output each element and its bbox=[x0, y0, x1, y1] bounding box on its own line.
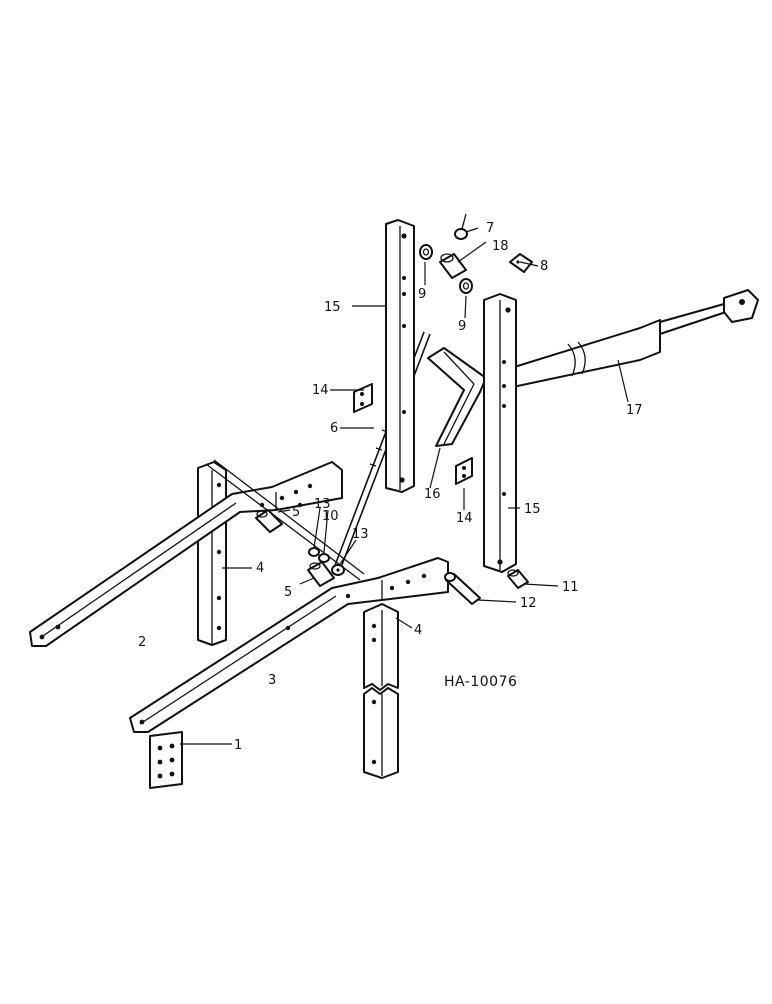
callout-10: 10 bbox=[322, 509, 339, 524]
callout-11: 11 bbox=[562, 580, 579, 595]
callout-17: 17 bbox=[626, 403, 643, 418]
callout-8: 8 bbox=[540, 259, 548, 274]
callout-16: 16 bbox=[424, 487, 441, 502]
part-14-plate-right bbox=[455, 457, 473, 485]
callout-14-left: 14 bbox=[312, 383, 329, 398]
part-11-pin bbox=[507, 569, 529, 589]
part-13-nut-right bbox=[331, 564, 345, 576]
callout-5-upper: 5 bbox=[292, 505, 300, 520]
callout-13-left: 13 bbox=[314, 497, 331, 512]
callout-9-upper: 9 bbox=[418, 287, 426, 302]
callout-14-right: 14 bbox=[456, 511, 473, 526]
callout-4-right: 4 bbox=[414, 623, 422, 638]
callout-15-left: 15 bbox=[324, 300, 341, 315]
part-9-bushing-lower bbox=[459, 278, 473, 294]
part-4-right-upright bbox=[363, 603, 399, 779]
callout-3: 3 bbox=[268, 673, 276, 688]
drawing-number: HA-10076 bbox=[444, 674, 517, 690]
part-15-left-bar bbox=[385, 219, 415, 493]
part-13-nut-left bbox=[308, 547, 320, 557]
callout-15-right: 15 bbox=[524, 502, 541, 517]
part-7-cap bbox=[454, 213, 468, 240]
callout-9-lower: 9 bbox=[458, 319, 466, 334]
part-6-link-rod bbox=[333, 331, 431, 571]
part-3-right-arm bbox=[129, 557, 449, 733]
part-10-washer bbox=[318, 553, 330, 563]
part-9-bushing-upper bbox=[419, 244, 433, 260]
part-16-bracket bbox=[427, 347, 487, 447]
callout-1: 1 bbox=[234, 738, 242, 753]
callout-5-lower: 5 bbox=[284, 585, 292, 600]
part-14-plate-left bbox=[353, 383, 373, 413]
part-15-right-bar bbox=[483, 293, 517, 573]
callout-7: 7 bbox=[486, 221, 494, 236]
part-17-cylinder bbox=[493, 289, 759, 390]
callout-18: 18 bbox=[492, 239, 509, 254]
callout-labels: 15 7 18 8 9 9 14 6 17 16 14 15 5 13 10 1… bbox=[138, 221, 643, 753]
callout-12: 12 bbox=[520, 596, 537, 611]
part-12-bolt bbox=[444, 572, 481, 605]
callout-4-left: 4 bbox=[256, 561, 264, 576]
callout-6: 6 bbox=[330, 421, 338, 436]
part-8-pin bbox=[509, 253, 533, 273]
callout-2: 2 bbox=[138, 635, 146, 650]
callout-13-right: 13 bbox=[352, 527, 369, 542]
part-1-plate bbox=[149, 731, 183, 789]
leader-lines bbox=[180, 227, 629, 745]
part-18-pivot bbox=[439, 253, 467, 279]
part-4-left-upright bbox=[197, 461, 227, 646]
part-5-lower-spacer bbox=[307, 561, 335, 587]
part-5-upper-spacer bbox=[255, 509, 283, 533]
